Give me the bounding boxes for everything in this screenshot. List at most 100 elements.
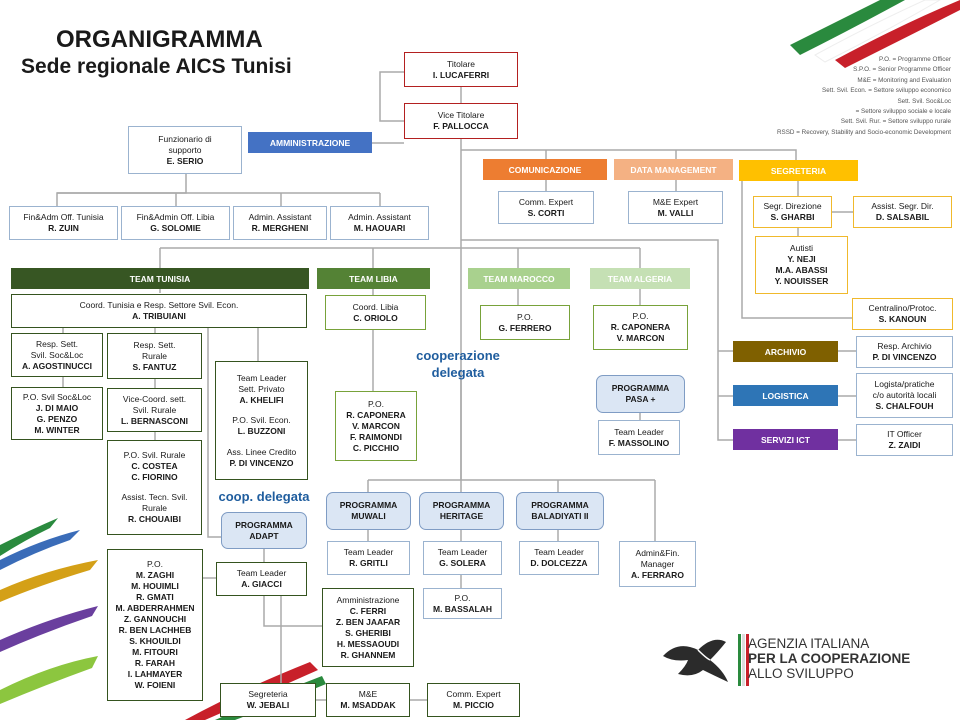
programma-pasa: PROGRAMMA PASA + [596,375,685,413]
autisti-box: Autisti Y. NEJI M.A. ABASSI Y. NOUISSER [755,236,848,294]
team-marocco-header: TEAM MAROCCO [468,268,570,289]
person-names: R. CAPONERA V. MARCON [610,322,671,343]
legend-item: M&E = Monitoring and Evaluation [857,76,951,84]
titolare-box: Titolare I. LUCAFERRI [404,52,518,87]
role-label: Fin&Admin Off. Libia [136,212,215,222]
person-name: S. CHALFOUH [875,401,934,411]
adapt-comm-box: Comm. Expert M. PICCIO [427,683,520,717]
role-label: P.O. Svil Soc&Loc [22,391,92,402]
legend-item: P.O. = Programme Officer [878,56,951,63]
legend-item: Sett. Svil. Soc&Loc [897,97,951,105]
person-name: A. TRIBUIANI [132,311,186,321]
admin-staff-box: Fin&Adm Off. Tunisia R. ZUIN [9,206,118,240]
segreteria-header: SEGRETERIA [739,160,858,181]
centralino-box: Centralino/Protoc. S. KANOUN [852,298,953,330]
muwali-team-leader-box: Team Leader R. GRITLI [327,541,410,575]
role-label: M&E [358,689,378,699]
role-label: Team Leader Sett. Privato [236,372,287,394]
logo-line: AGENZIA ITALIANA [748,636,870,651]
role-label: M&E Expert [652,196,699,207]
person-name: F. PALLOCCA [433,121,489,131]
legend-item: Sett. Svil. Econ. = Settore sviluppo eco… [822,87,951,95]
role-label: Segr. Direzione [763,201,822,211]
segr-direzione-box: Segr. Direzione S. GHARBI [753,196,832,228]
person-name: C. ORIOLO [353,312,398,323]
role-label: Team Leader [343,547,394,557]
aics-logo [663,634,749,686]
program-name: PROGRAMMA BALADIYATI II [531,500,589,521]
person-names: M. ZAGHI M. HOUIMLI R. GMATI M. ABDERRAH… [115,570,195,690]
person-name: P. DI VINCENZO [872,352,937,362]
role-label: Team Leader [534,547,584,557]
adapt-amministrazione-box: Amministrazione C. FERRI Z. BEN JAAFAR S… [322,588,414,667]
archivio-header: ARCHIVIO [733,341,838,362]
logistica-header: LOGISTICA [733,385,838,406]
resp-rurale-box: Resp. Sett. Rurale S. FANTUZ [107,333,202,379]
legend-item: Sett. Svil. Rur. = Settore sviluppo rura… [840,118,951,126]
role-label: Titolare [446,58,476,69]
programma-baladiyati: PROGRAMMA BALADIYATI II [516,492,604,530]
role-label: Vice-Coord. sett. Svil. Rurale [122,393,187,415]
coord-tunisia-box: Coord. Tunisia e Resp. Settore Svil. Eco… [11,294,307,328]
admin-fin-manager-box: Admin&Fin. Manager A. FERRARO [619,541,696,587]
role-label: Logista/pratiche c/o autorità locali [872,379,937,400]
page-subtitle: Sede regionale AICS Tunisi [21,55,292,78]
person-name: G. SOLOMIE [150,223,201,233]
program-name: PROGRAMMA PASA + [611,383,670,404]
role-label: Funzionario di supporto [158,133,212,155]
person-name: A. KHELIFI [239,394,284,405]
po-soc-box: P.O. Svil Soc&Loc J. DI MAIO G. PENZO M.… [11,387,103,440]
role-label: Vice Titolare [437,110,485,120]
heritage-team-leader-box: Team Leader G. SOLERA [423,541,502,575]
person-name: M. VALLI [657,207,694,218]
baladiyati-team-leader-box: Team Leader D. DOLCEZZA [519,541,599,575]
person-names: C. FERRI Z. BEN JAAFAR S. GHERIBI H. MES… [335,605,401,660]
heritage-po-box: P.O. M. BASSALAH [423,588,502,619]
adapt-team-leader-box: Team Leader A. GIACCI [216,562,307,596]
role-label: Resp. Sett. Svil. Soc&Loc [30,338,84,360]
person-names: C. COSTEA C. FIORINO [131,461,178,483]
admin-staff-box: Fin&Admin Off. Libia G. SOLOMIE [121,206,230,240]
po-rurale-box: P.O. Svil. Rurale C. COSTEA C. FIORINO A… [107,440,202,535]
role-label: Admin. Assistant [248,212,312,222]
person-name: M. PICCIO [452,700,495,710]
person-name: E. SERIO [166,155,204,166]
role-label: Assist. Tecn. Svil. Rurale [121,491,188,513]
admin-staff-box: Admin. Assistant R. MERGHENI [233,206,327,240]
program-name: PROGRAMMA ADAPT [235,519,293,541]
data-management-header: DATA MANAGEMENT [614,159,733,180]
role-label: Centralino/Protoc. [868,303,937,313]
person-name: D. DOLCEZZA [530,558,588,568]
funzionario-box: Funzionario di supporto E. SERIO [128,126,242,174]
role-label: Team Leader [236,568,287,578]
person-name: M. MSADDAK [340,700,396,710]
legend-item: S.P.O. = Senior Programme Officer [853,66,951,74]
programma-adapt: PROGRAMMA ADAPT [221,512,307,549]
person-name: M. BASSALAH [432,603,493,614]
role-label: Amministrazione [336,594,400,605]
role-label: Assist. Segr. Dir. [871,201,934,211]
team-algeria-header: TEAM ALGERIA [590,268,690,289]
role-label: P.O. [454,592,471,603]
amministrazione-header: AMMINISTRAZIONE [248,132,372,153]
comunicazione-header: COMUNICAZIONE [483,159,607,180]
role-label: P.O. [368,398,384,409]
person-name: W. JEBALI [246,700,290,710]
person-name: R. CHOUAIBI [128,513,181,524]
program-name: PROGRAMMA HERITAGE [432,500,491,521]
person-name: S. GHARBI [770,212,815,222]
page-title: ORGANIGRAMMA [56,26,263,53]
role-label: P.O. Svil. Rurale [123,450,186,461]
coop-delegata-label: coop. delegata [218,489,310,504]
aics-logo-text: AGENZIA ITALIANA PER LA COOPERAZIONE ALL… [748,636,910,681]
role-label: P.O. [517,311,533,322]
person-name: A. GIACCI [241,579,282,589]
person-name: A. AGOSTINUCCI [21,360,93,371]
role-label: Admin. Assistant [348,212,411,222]
role-label: Fin&Adm Off. Tunisia [23,212,104,222]
po-libia-box: P.O. R. CAPONERA V. MARCON F. RAIMONDI C… [335,391,417,461]
po-list-box: P.O. M. ZAGHI M. HOUIMLI R. GMATI M. ABD… [107,549,203,701]
team-libia-header: TEAM LIBIA [317,268,430,289]
logo-line: ALLO SVILUPPO [748,666,854,681]
